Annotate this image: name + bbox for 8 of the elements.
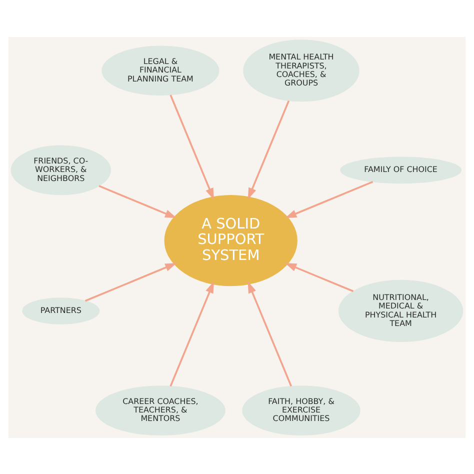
arrow [170, 94, 214, 200]
arrow [248, 280, 292, 386]
arrow [284, 262, 354, 292]
arrow [285, 180, 374, 218]
arrow [170, 280, 214, 386]
arrow [98, 184, 177, 218]
arrow [84, 262, 177, 302]
arrow [248, 100, 290, 199]
